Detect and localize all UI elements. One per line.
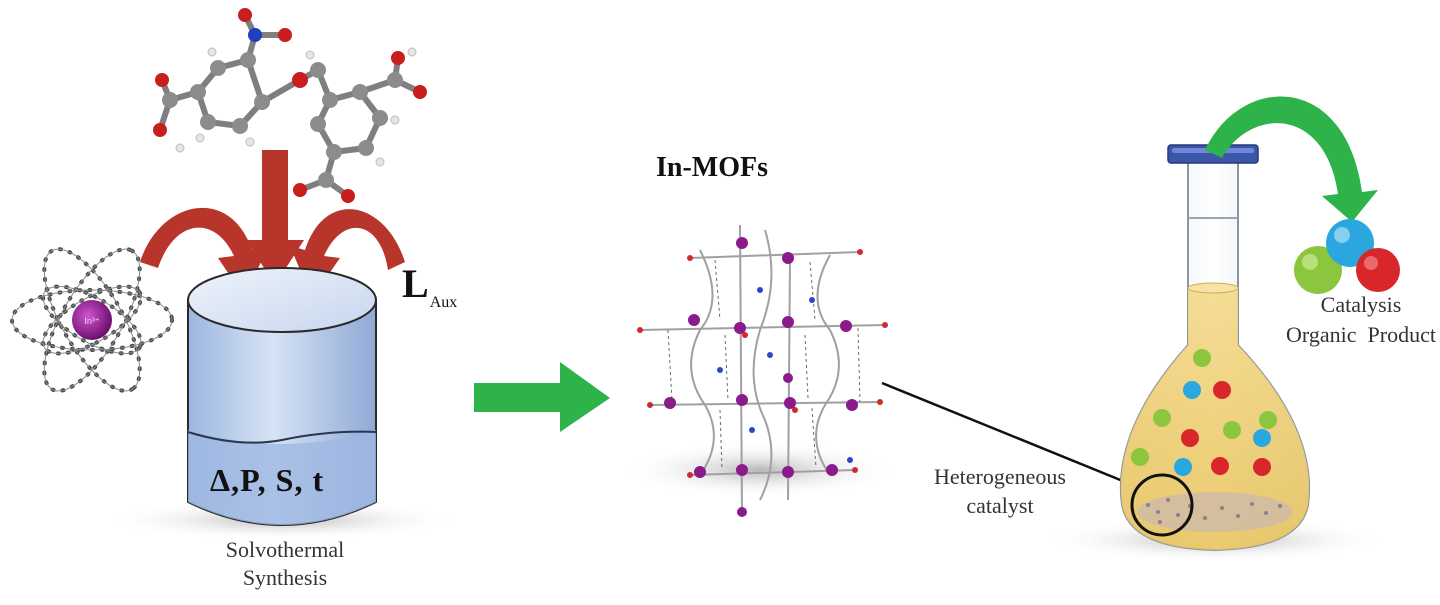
- metal-symbol: In³⁺: [84, 316, 100, 326]
- product-arrow-icon: [1205, 96, 1378, 222]
- catalysis-line2: Organic Product: [1286, 322, 1436, 347]
- solvothermal-vessel: [102, 267, 462, 540]
- flask: [1040, 144, 1390, 562]
- heterogeneous-line1: Heterogeneous: [934, 464, 1066, 489]
- heterogeneous-line2: catalyst: [966, 493, 1034, 518]
- solvothermal-line2: Synthesis: [242, 565, 328, 590]
- catalyst-highlight-circle: [1130, 473, 1194, 537]
- auxiliary-ligand-main: L: [402, 261, 429, 306]
- process-arrow-icon: [474, 362, 610, 432]
- mof-title: In-MOFs: [656, 152, 768, 183]
- reactant-balls: [1131, 349, 1277, 476]
- catalysis-product-label: Catalysis Organic Product: [1276, 290, 1440, 350]
- down-arrow-icon: [246, 150, 304, 285]
- solvothermal-label: Solvothermal Synthesis: [190, 536, 380, 592]
- reaction-conditions: Δ,P, S, t: [210, 462, 325, 498]
- product-molecule-icon: [1294, 219, 1400, 294]
- catalysis-line1: Catalysis: [1320, 292, 1402, 317]
- auxiliary-ligand-subscript: Aux: [429, 294, 458, 311]
- ligand-molecule: [153, 8, 427, 203]
- metal-atom-icon: In³⁺: [10, 247, 174, 393]
- heterogeneous-catalyst-label: Heterogeneous catalyst: [895, 462, 1105, 520]
- mof-framework: [620, 224, 900, 517]
- auxiliary-ligand-label: LAux: [402, 260, 457, 312]
- solvothermal-line1: Solvothermal: [225, 537, 345, 562]
- catalyst-pointer-line: [881, 381, 1141, 490]
